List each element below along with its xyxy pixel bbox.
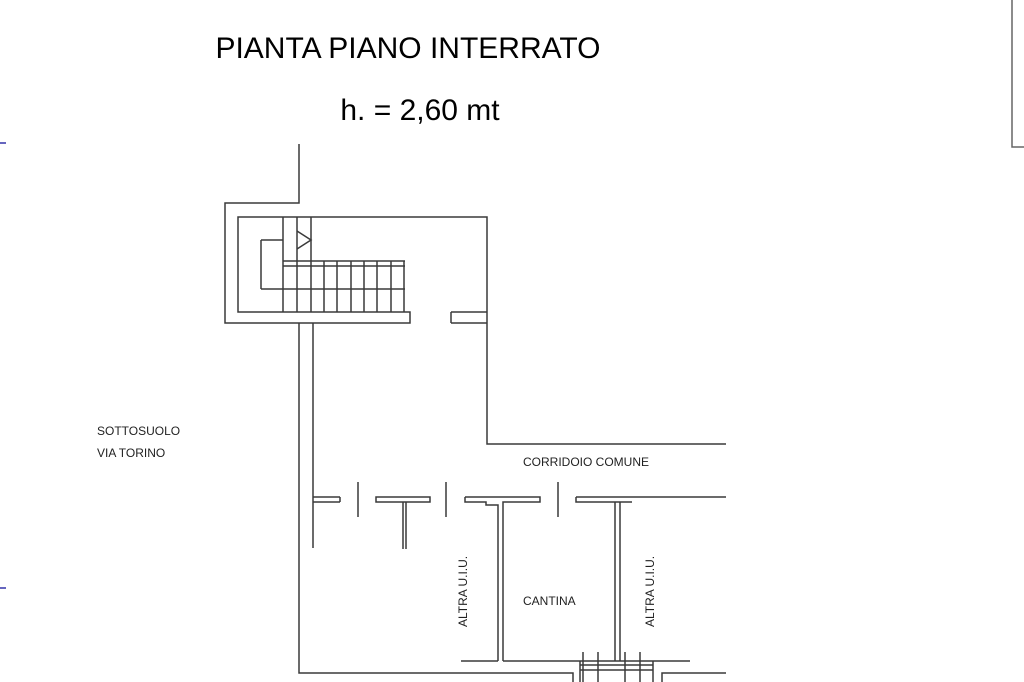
label-altra-uiu-left: ALTRA U.I.U.	[456, 555, 470, 627]
cantina-wall-left	[464, 496, 541, 661]
margin-tick	[0, 142, 6, 589]
stair-arrow	[296, 230, 313, 250]
t-wall	[375, 496, 431, 549]
frame-box	[1011, 0, 1024, 148]
wall-stub	[450, 311, 487, 324]
label-via-torino: VIA TORINO	[97, 446, 166, 460]
height-label: h. = 2,60 mt	[340, 94, 500, 127]
staircase	[260, 217, 405, 312]
label-corridoio: CORRIDOIO COMUNE	[523, 455, 649, 469]
label-altra-uiu-right: ALTRA U.I.U.	[643, 555, 657, 627]
stair-outer-wall	[224, 144, 726, 445]
label-cantina: CANTINA	[523, 594, 576, 608]
door-jamb	[357, 482, 559, 517]
label-sottosuolo: SOTTOSUOLO	[97, 424, 181, 438]
page-title: PIANTA PIANO INTERRATO	[215, 32, 601, 65]
outer-wall-left	[298, 323, 574, 682]
bottom-stairs	[579, 652, 654, 682]
cantina-wall-right	[575, 496, 726, 661]
